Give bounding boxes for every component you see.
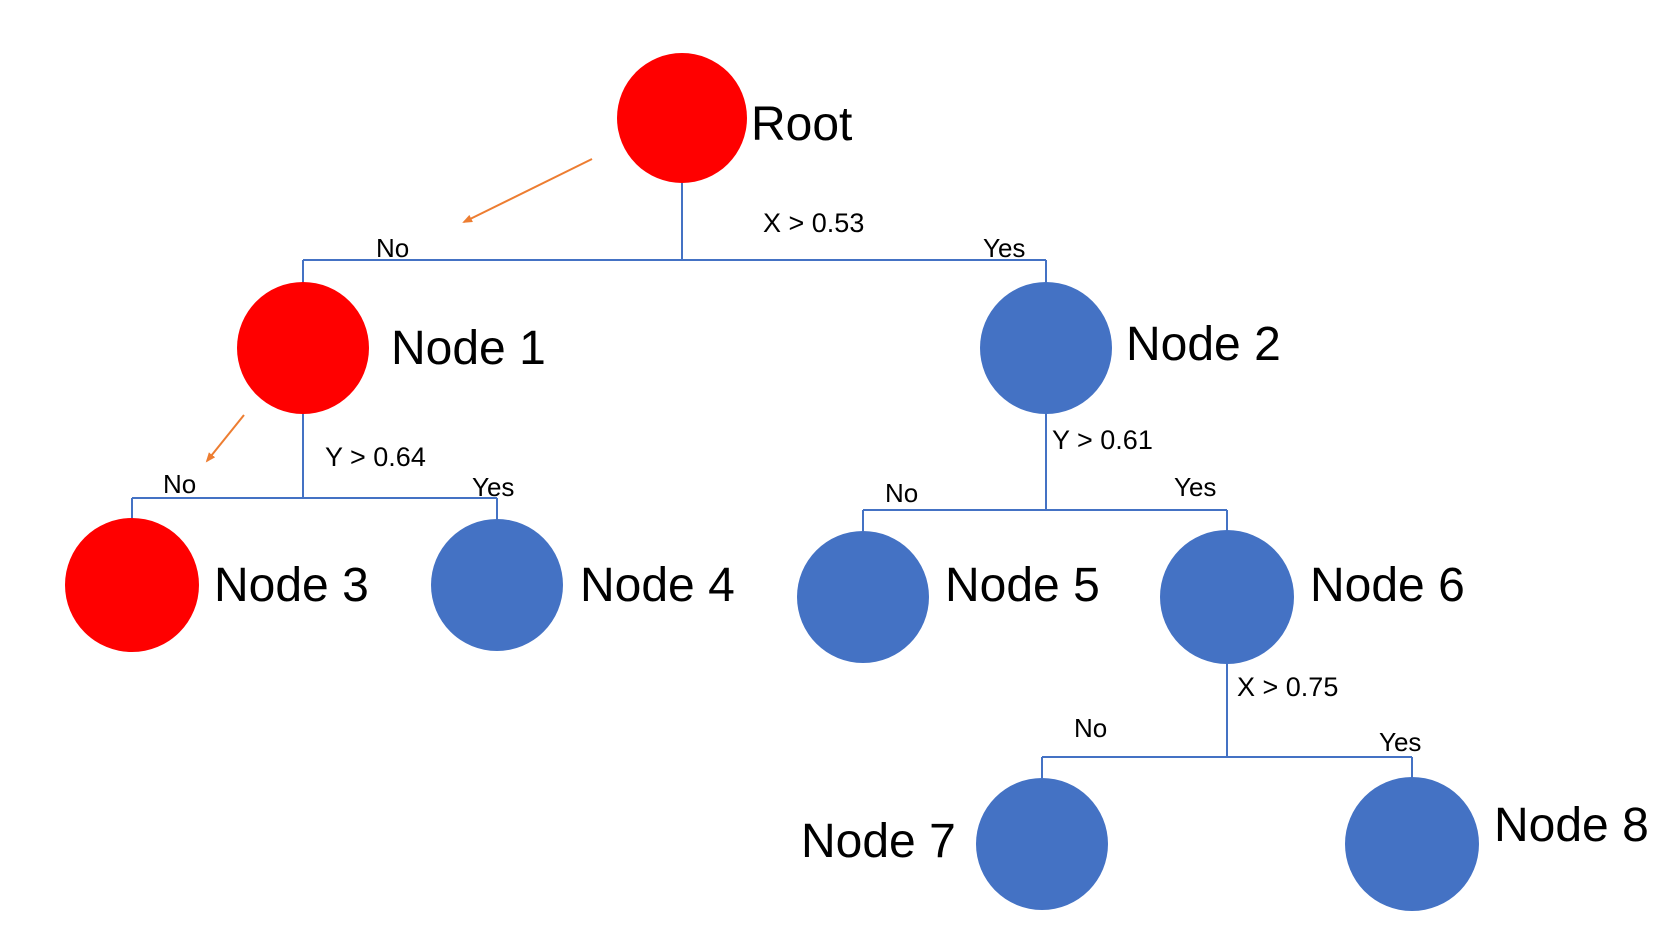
node6-no-label: No xyxy=(1074,713,1107,743)
node8-circle xyxy=(1345,777,1479,911)
node2-yes-label: Yes xyxy=(1174,472,1216,502)
edges-node6-split xyxy=(1041,662,1413,778)
node6-label: Node 6 xyxy=(1310,559,1465,612)
edges-root-split xyxy=(302,183,1047,283)
node2-circle xyxy=(980,282,1112,414)
node2-no-label: No xyxy=(885,478,918,508)
path-arrow-root-to-node1 xyxy=(462,158,593,223)
node8-label: Node 8 xyxy=(1494,799,1649,852)
root-node-circle xyxy=(617,53,747,183)
node3-circle xyxy=(65,518,199,652)
edges-node1-split xyxy=(131,413,498,520)
node1-split-condition: Y > 0.64 xyxy=(325,442,426,472)
node7-circle xyxy=(976,778,1108,910)
node1-label: Node 1 xyxy=(391,322,546,375)
node4-label: Node 4 xyxy=(580,559,735,612)
node6-circle xyxy=(1160,530,1294,664)
path-arrow-node1-to-node3 xyxy=(205,414,245,463)
node6-yes-label: Yes xyxy=(1379,727,1421,757)
node1-no-label: No xyxy=(163,469,196,499)
root-no-label: No xyxy=(376,233,409,263)
root-label: Root xyxy=(751,98,852,151)
node5-circle xyxy=(797,531,929,663)
node7-label: Node 7 xyxy=(801,815,956,868)
node3-label: Node 3 xyxy=(214,559,369,612)
node6-split-condition: X > 0.75 xyxy=(1237,672,1338,702)
node1-yes-label: Yes xyxy=(472,472,514,502)
root-yes-label: Yes xyxy=(983,233,1025,263)
node2-label: Node 2 xyxy=(1126,318,1281,371)
node2-split-condition: Y > 0.61 xyxy=(1052,425,1153,455)
edges-node2-split xyxy=(862,413,1228,531)
node4-circle xyxy=(431,519,563,651)
node5-label: Node 5 xyxy=(945,559,1100,612)
root-split-condition: X > 0.53 xyxy=(763,208,864,238)
node1-circle xyxy=(237,282,369,414)
